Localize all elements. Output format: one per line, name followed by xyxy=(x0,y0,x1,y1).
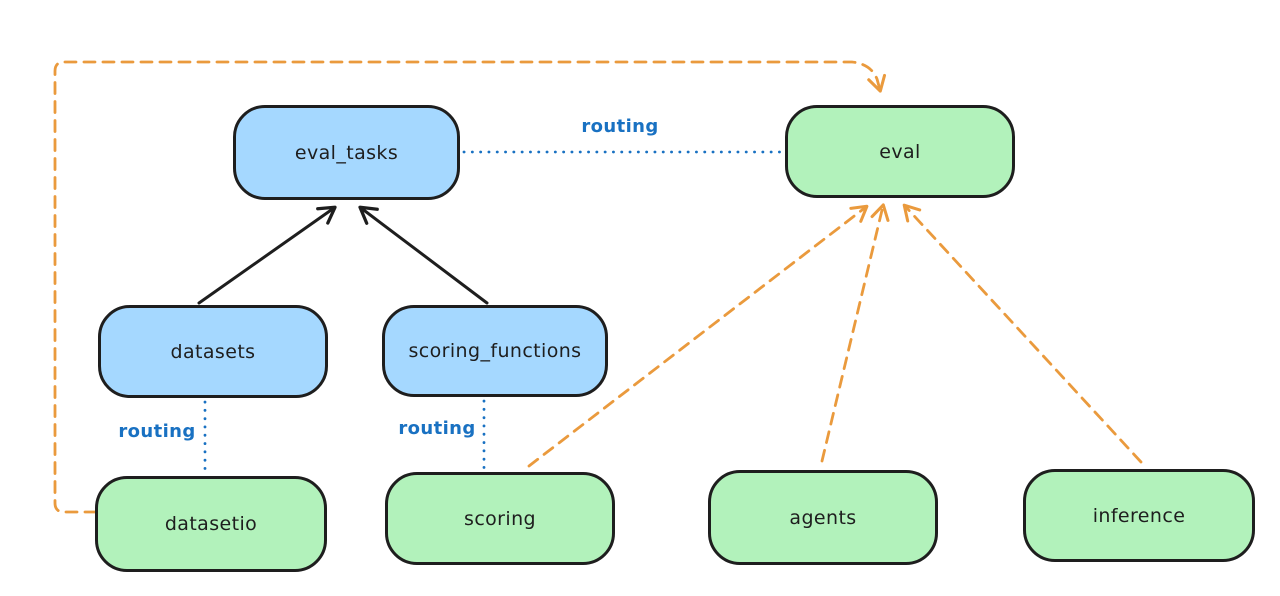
node-datasetio: datasetio xyxy=(95,476,327,572)
edge-scoring-functions-to-eval-tasks-arrow xyxy=(358,205,489,305)
edge-inference-to-eval-arrow xyxy=(902,203,1143,464)
node-datasets: datasets xyxy=(98,305,328,398)
node-datasets-label: datasets xyxy=(170,340,256,363)
node-inference-label: inference xyxy=(1092,504,1186,527)
node-inference: inference xyxy=(1023,469,1255,562)
node-datasetio-label: datasetio xyxy=(164,513,258,535)
node-scoring: scoring xyxy=(385,472,615,565)
node-scoring-functions-label: scoring_functions xyxy=(408,340,582,362)
edge-label-routing-eval-tasks-eval: routing xyxy=(581,116,659,137)
edge-label-routing-scoring-functions-scoring: routing xyxy=(398,418,476,439)
edge-datasets-to-eval-tasks-arrow xyxy=(197,205,337,305)
node-eval-tasks-label: eval_tasks xyxy=(294,141,399,164)
node-agents: agents xyxy=(708,470,938,565)
edge-label-routing-datasets-datasetio: routing xyxy=(118,421,196,442)
edge-agents-to-eval-arrow xyxy=(820,203,890,463)
edge-datasetio-to-eval-arrow xyxy=(53,60,887,514)
node-eval-tasks: eval_tasks xyxy=(233,105,460,200)
node-eval: eval xyxy=(785,105,1015,198)
node-scoring-functions: scoring_functions xyxy=(382,305,608,397)
node-eval-label: eval xyxy=(879,140,921,163)
node-scoring-label: scoring xyxy=(464,507,536,530)
node-agents-label: agents xyxy=(789,506,857,529)
edge-scoring-to-eval-arrow xyxy=(527,204,869,468)
